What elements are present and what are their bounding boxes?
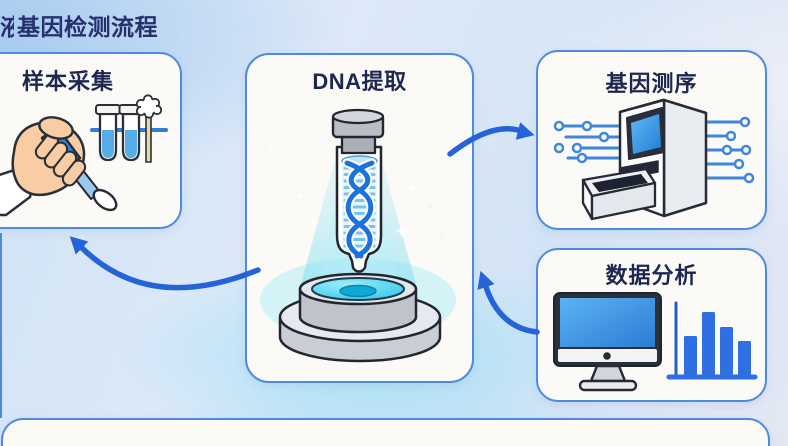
card-sample-collection: 样本采集 xyxy=(0,52,182,229)
card-bottom-clipped xyxy=(1,418,770,446)
page-title: 液基因检测流程 xyxy=(0,13,158,41)
card-data-analysis: 数据分析 xyxy=(536,248,767,402)
card-data-analysis-title: 数据分析 xyxy=(605,263,698,288)
clipped-left-card-edge xyxy=(0,233,2,418)
card-dna-extraction: DNA提取 xyxy=(245,53,474,383)
card-gene-sequencing: 基因测序 xyxy=(536,50,767,230)
page-title-text: 基因检测流程 xyxy=(17,14,158,40)
page-title-clipped-char: 液 xyxy=(0,14,14,40)
card-sample-collection-title: 样本采集 xyxy=(21,69,114,94)
card-gene-sequencing-title: 基因测序 xyxy=(605,71,698,96)
card-dna-extraction-title: DNA提取 xyxy=(312,69,407,94)
